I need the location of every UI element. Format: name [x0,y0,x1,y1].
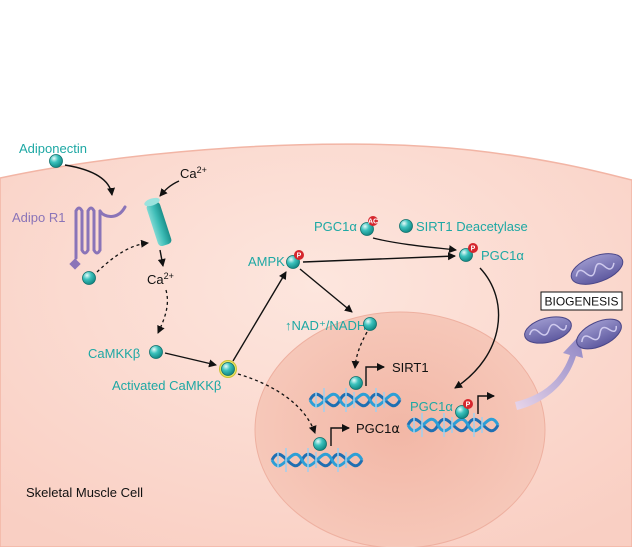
biogenesis-label: BIOGENESIS [544,295,618,309]
pgc1a-phospho-badge [468,243,478,253]
calcium-channel [144,197,172,247]
sirt1-deacetylase-molecule [399,219,413,233]
ca-inside-label: Ca2+ [147,271,174,287]
dna-sirt1 [308,388,402,412]
pgc1a-gene-binder [313,437,327,451]
sirt1-transcription-arrow [365,363,385,386]
arrow-ampk-to-nad [299,268,353,313]
nucleus [254,311,546,547]
arrow-activated-to-pgc1a-gene [237,373,317,434]
dna-biogenesis [406,413,500,437]
sirt1-gene-label: SIRT1 [392,360,429,375]
arrow-camkkb-activation [164,352,217,368]
adipo-r1-label: Adipo R1 [12,210,65,225]
pgc1a-p-label: PGC1α [481,248,524,263]
pgc1a-gene-label: PGC1α [356,421,400,437]
ampk-phospho-badge [294,250,304,260]
arrow-ampk-to-pgc1a [302,252,456,263]
adiponectin-molecule [49,154,63,168]
biogenesis-transcription-arrow [477,392,495,414]
receptor-signal-molecule [82,271,96,285]
arrow-pgc1a-to-nucleus [454,267,500,389]
activated-camkkb-molecule [221,362,235,376]
adiponectin-label: Adiponectin [19,141,87,156]
pgc1a-nucleus-label: PGC1α [410,399,453,414]
arrow-deacetylation [372,237,457,254]
ampk-label: AMPK [248,254,285,269]
camkkb-molecule [149,345,163,359]
arrow-adiponectin-to-receptor [64,164,116,196]
arrow-nad-to-sirt1 [351,331,368,369]
biogenesis-arrow [515,336,583,410]
arrow-receptor-to-channel [96,239,149,273]
arrow-activated-to-ampk [232,271,287,362]
arrow-channel-to-ca [157,249,166,267]
arrow-ca-into-channel [159,180,180,197]
biogenesis-box [540,291,623,311]
nad-molecule [363,317,377,331]
dna-pgc1a [270,448,364,472]
acetyl-badge [368,216,378,226]
adipo-r1-receptor [69,205,127,270]
pgc1a-phospho-text: P [471,246,476,253]
sirt1-deacetylase-label: SIRT1 Deacetylase [416,219,528,234]
cell-label: Skeletal Muscle Cell [26,485,143,500]
pgc1a-ac-label: PGC1α [314,219,357,234]
pgc1a-nucleus-phospho-text: P [466,402,471,409]
pgc1a-transcription-arrow [330,424,350,446]
activated-camkkb-label: Activated CaMKKβ [112,378,221,393]
camkkb-label: CaMKKβ [88,346,140,361]
mitochondria [524,253,624,350]
acetyl-badge-text: AC [368,219,378,226]
nad-nadh-label: ↑NAD⁺/NADH [285,318,366,333]
ampk-phospho-text: P [297,253,302,260]
sirt1-gene-binder [349,376,363,390]
ca-outside-label: Ca2+ [180,165,207,181]
pgc1a-nucleus-phospho-badge [463,399,473,409]
